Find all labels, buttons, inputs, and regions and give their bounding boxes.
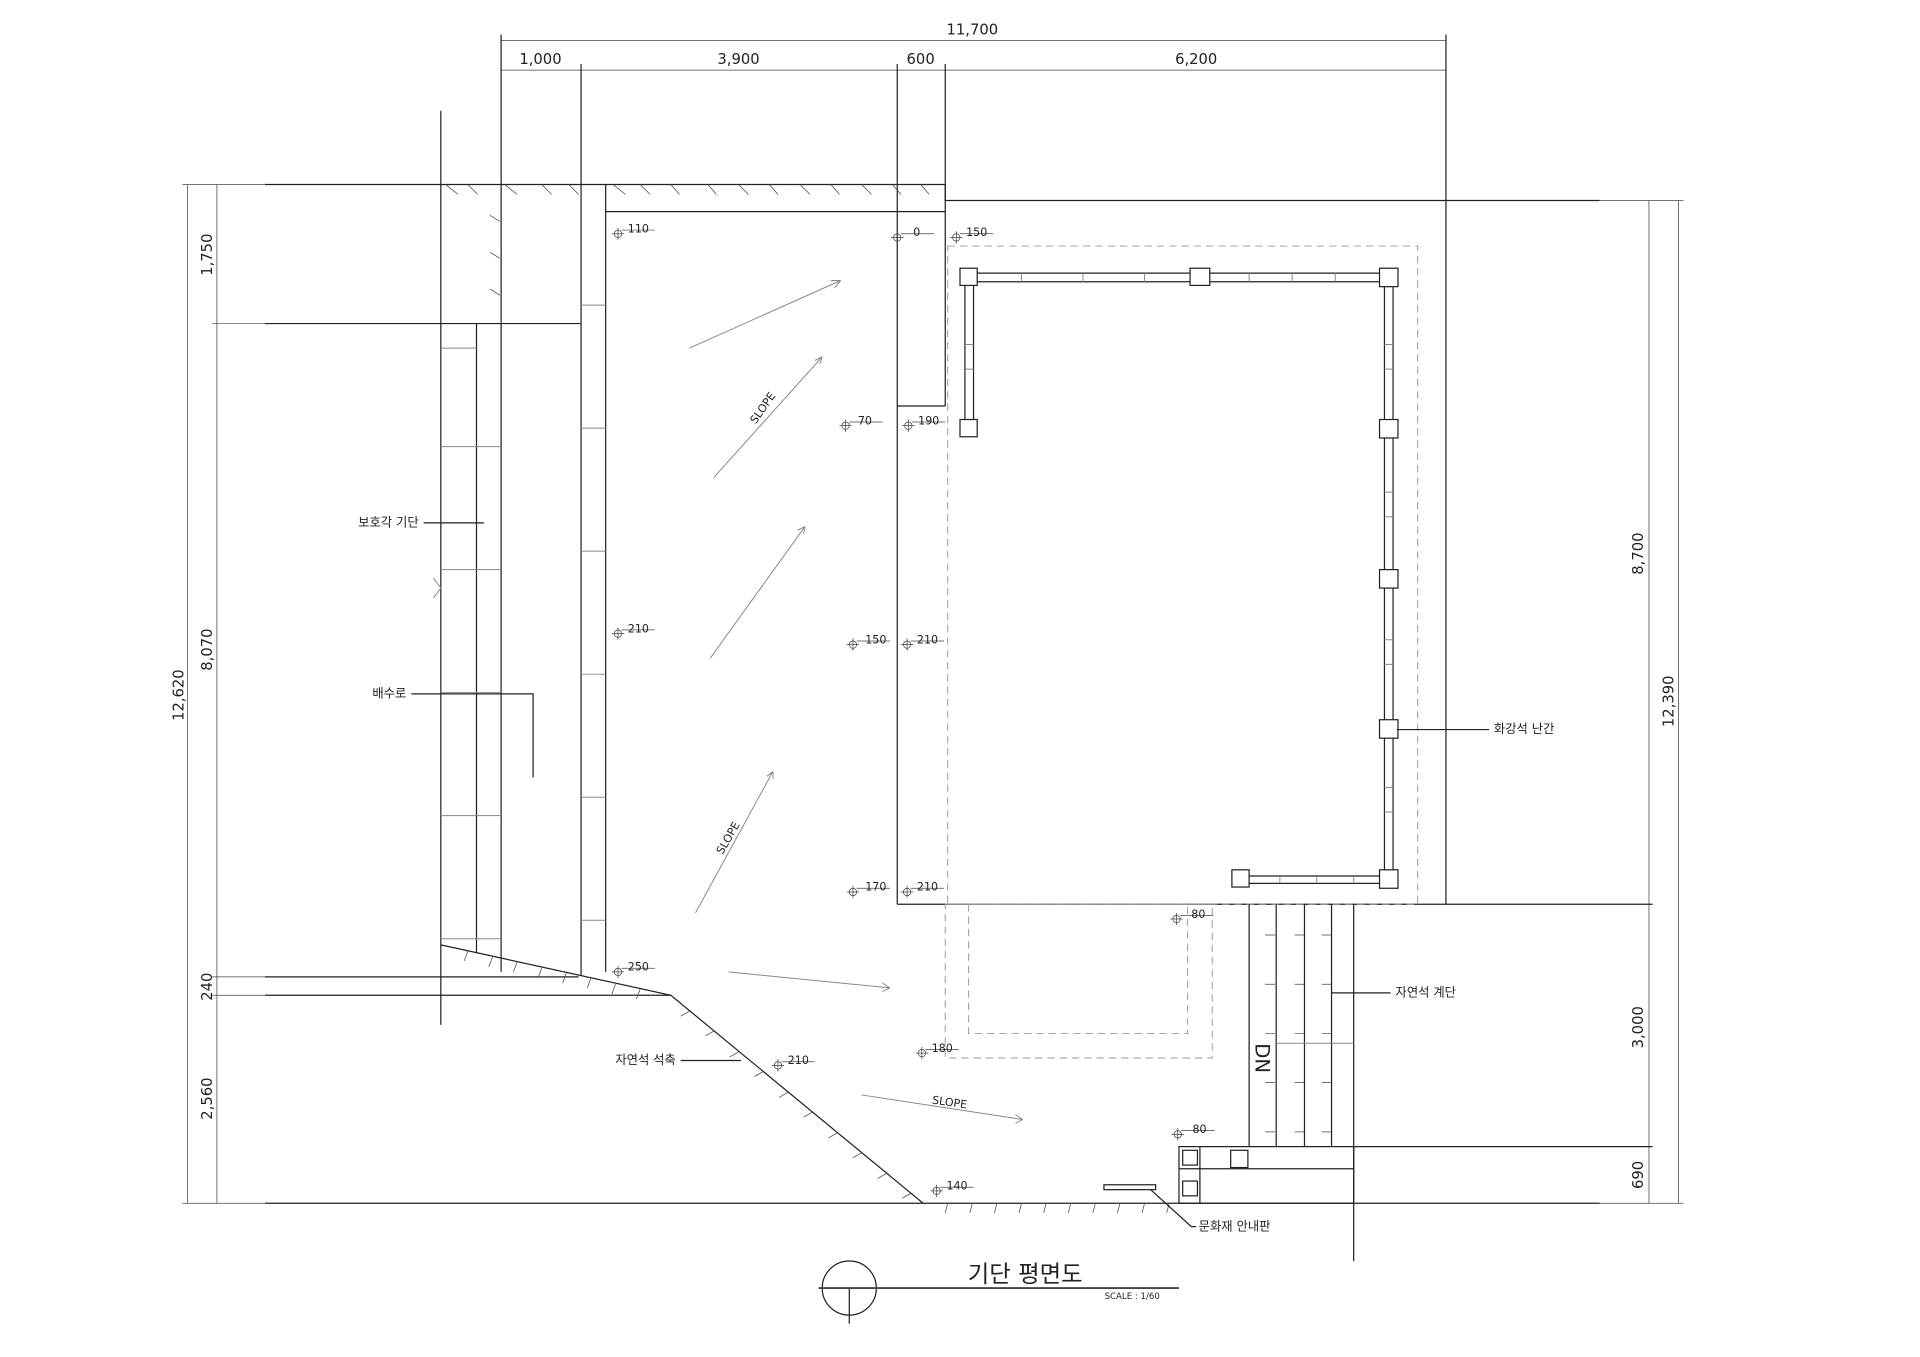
svg-text:110: 110 [628,223,649,236]
drawing-scale: SCALE : 1/60 [1105,1292,1160,1302]
dim-right-3: 690 [1630,1161,1647,1189]
svg-text:140: 140 [946,1180,967,1193]
granite-railing [959,267,1399,889]
dim-top-total: 11,700 [946,21,998,38]
dim-right-1: 8,700 [1630,533,1647,575]
svg-text:210: 210 [628,622,649,635]
dim-right-total: 12,390 [1661,675,1678,727]
svg-text:210: 210 [917,633,938,646]
svg-text:250: 250 [628,961,649,974]
level-marker: 190 [902,414,946,432]
drawing-title: 기단 평면도 [968,1260,1083,1288]
svg-text:80: 80 [1191,908,1205,921]
annotations: 보호각 기단 배수로 화강석 난간 자연석 계단 자연석 석축 문화재 안내판 [358,516,1554,1234]
level-marker: 150 [950,226,994,244]
dim-left-total: 12,620 [171,669,188,721]
dim-left-4: 2,560 [199,1078,216,1120]
level-marker: 110 [611,223,655,240]
dim-top-1: 1,000 [519,51,561,68]
level-marker: 210 [900,633,945,651]
level-markers: 110 0 150 70 190 210 150 210 170 210 80 … [611,223,1215,1198]
site-outline: DN [433,110,1447,1262]
level-marker: 210 [771,1054,815,1072]
svg-text:0: 0 [913,226,920,239]
dim-right-2: 3,000 [1630,1006,1647,1048]
dim-top-4: 6,200 [1175,51,1217,68]
level-marker: 80 [1171,1123,1215,1141]
level-marker: 140 [930,1180,974,1198]
slope-label: SLOPE [714,820,743,857]
dim-left-3: 240 [199,973,216,1001]
level-marker: 170 [846,881,890,899]
label-guard-pavilion-base: 보호각 기단 [358,516,418,530]
level-marker: 80 [1170,908,1214,926]
dim-top-2: 3,900 [717,51,759,68]
svg-text:150: 150 [865,633,886,646]
svg-text:170: 170 [865,881,886,894]
right-dimensions: 12,390 8,700 3,000 690 [945,199,1684,1204]
level-marker: 210 [900,881,945,899]
label-granite-railing: 화강석 난간 [1494,722,1554,736]
label-heritage-signboard: 문화재 안내판 [1199,1219,1271,1233]
dim-left-1: 1,750 [199,234,216,276]
slope-label: SLOPE [748,390,779,426]
label-drain: 배수로 [372,687,406,701]
svg-text:150: 150 [966,226,987,239]
svg-text:70: 70 [858,414,872,427]
level-marker: 250 [611,961,655,979]
signboard-shape [1103,1184,1157,1191]
svg-text:190: 190 [918,414,939,427]
label-natural-stone-stairs: 자연석 계단 [1396,986,1456,1000]
left-dimensions: 12,620 1,750 8,070 240 2,560 [171,183,1600,1204]
svg-text:180: 180 [932,1042,953,1055]
level-marker: 70 [839,414,883,432]
slope-label: SLOPE [931,1094,968,1112]
level-marker: 150 [846,633,890,651]
svg-text:80: 80 [1193,1123,1207,1136]
svg-text:210: 210 [917,881,938,894]
level-marker: 180 [915,1042,959,1060]
svg-text:210: 210 [788,1054,809,1067]
dim-top-3: 600 [907,51,935,68]
title-block: 기단 평면도 SCALE : 1/60 [818,1260,1179,1324]
label-natural-stone-wall: 자연석 석축 [615,1053,675,1067]
level-marker: 0 [891,226,935,244]
slope-arrows: SLOPE SLOPE SLOPE [689,280,1024,1124]
dim-left-2: 8,070 [199,628,216,670]
dn-label: DN [1250,1043,1273,1073]
level-marker: 210 [611,622,655,640]
